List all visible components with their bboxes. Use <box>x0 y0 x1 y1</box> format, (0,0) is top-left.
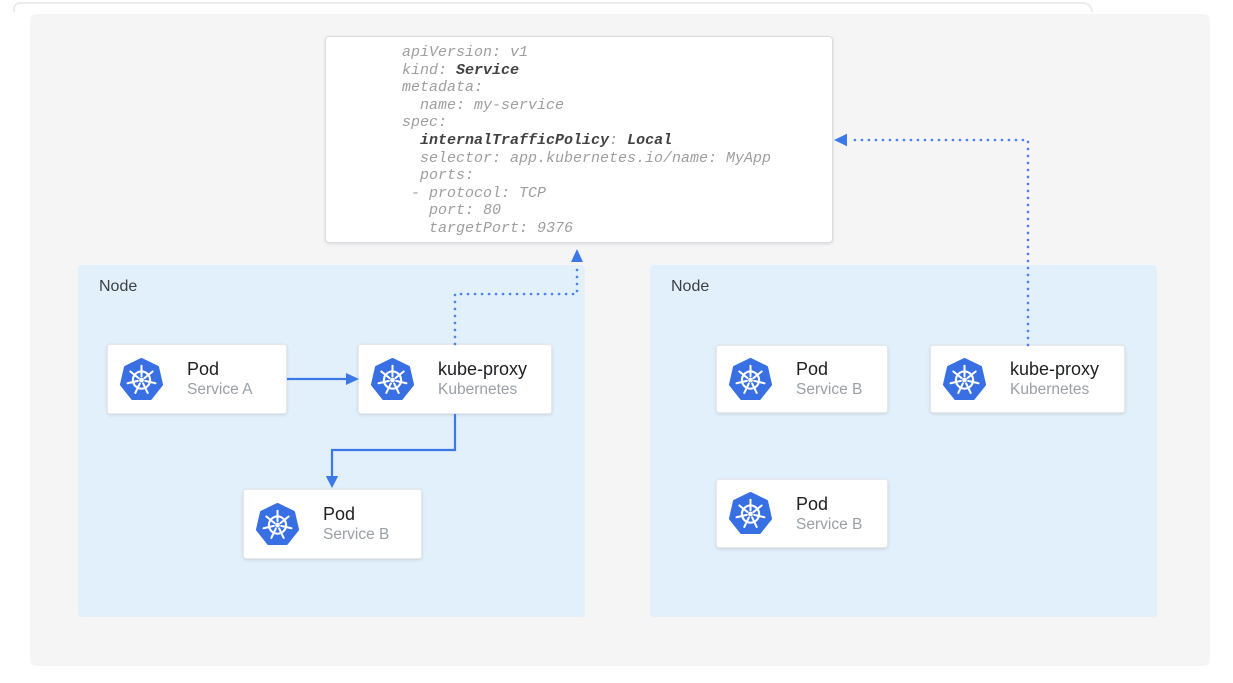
card-title: Pod <box>796 359 829 379</box>
card-subtitle: Kubernetes <box>438 381 518 398</box>
kubernetes-icon <box>729 358 772 401</box>
yaml-code-line: - protocol: TCP <box>402 184 547 202</box>
yaml-code-line: apiVersion: v1 <box>402 44 529 61</box>
yaml-code-line: internalTrafficPolicy: Local <box>420 131 673 149</box>
card-title: kube-proxy <box>1010 359 1100 379</box>
yaml-code-line: spec: <box>402 114 448 132</box>
yaml-code-line: selector: app.kubernetes.io/name: MyApp <box>402 149 772 167</box>
yaml-code-line: metadata: <box>402 79 484 97</box>
node-right: Node Pod Service B kube-proxy Kubernetes <box>650 265 1157 617</box>
card-title: kube-proxy <box>438 359 528 379</box>
yaml-code-line: port: 80 <box>402 202 502 220</box>
pod-service-b-card-right-1: Pod Service B <box>716 345 888 413</box>
node-label: Node <box>99 278 138 295</box>
card-subtitle: Service B <box>796 381 863 398</box>
card-subtitle: Service B <box>796 515 863 533</box>
yaml-code-line: kind: Service <box>402 61 520 79</box>
card-title: Pod <box>323 504 356 524</box>
card-subtitle: Service A <box>187 381 253 398</box>
pod-service-a-card: Pod Service A <box>107 344 287 414</box>
window-top-edge <box>13 2 1093 12</box>
node-left: Node Pod Service A kube-proxy Kubernetes <box>78 265 585 617</box>
card-title: Pod <box>187 359 220 379</box>
kubernetes-icon <box>371 358 414 401</box>
kubernetes-icon <box>256 503 299 546</box>
kubernetes-icon <box>729 492 772 535</box>
pod-service-b-card-left: Pod Service B <box>243 489 422 559</box>
pod-service-b-card-right-2: Pod Service B <box>716 479 888 548</box>
yaml-code-line: targetPort: 9376 <box>402 219 574 237</box>
kube-proxy-card-left: kube-proxy Kubernetes <box>358 344 552 414</box>
yaml-code-line: ports: <box>402 167 475 185</box>
kube-proxy-card-right: kube-proxy Kubernetes <box>930 345 1125 413</box>
kubernetes-icon <box>120 358 163 401</box>
node-label: Node <box>671 278 710 295</box>
card-title: Pod <box>796 493 829 514</box>
kubernetes-icon <box>943 358 986 401</box>
card-subtitle: Kubernetes <box>1010 381 1090 398</box>
yaml-code-line: name: my-service <box>402 96 565 114</box>
card-subtitle: Service B <box>323 526 390 543</box>
